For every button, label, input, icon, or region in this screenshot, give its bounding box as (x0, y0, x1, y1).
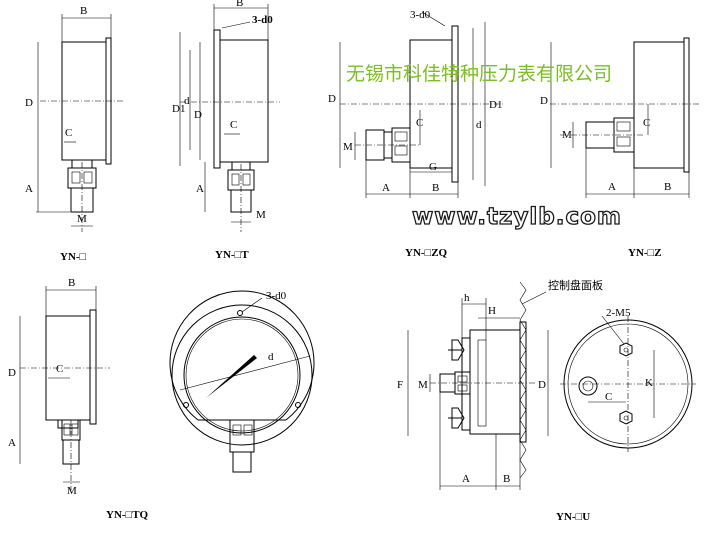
dim-m: M (256, 209, 266, 221)
company-watermark: 无锡市科佳特种压力表有限公司 (346, 63, 612, 85)
dim-3d0: 3-d0 (410, 9, 431, 21)
front-bezel (519, 321, 527, 443)
gauge-case (469, 329, 521, 435)
dim-c: C (56, 363, 63, 375)
dim-c: C (230, 119, 237, 131)
dim-b: B (68, 277, 75, 289)
figure-rear-view: 2-M5 K C (560, 307, 696, 452)
dial-face (183, 316, 301, 434)
mount-hole (183, 402, 189, 408)
dim-d: D (328, 93, 336, 105)
figure-yn: B D C A M YN-□ (25, 5, 125, 263)
dim-d-small: d (268, 351, 274, 363)
dim-d: D (8, 367, 16, 379)
dim-c: C (643, 117, 650, 129)
front-flange (213, 29, 221, 169)
dim-2m5: 2-M5 (606, 307, 631, 319)
m5-nut (619, 342, 633, 357)
dim-b: B (664, 181, 671, 193)
flange-outline (169, 290, 315, 421)
dim-d-small: d (476, 119, 482, 131)
dim-d: D (194, 109, 202, 121)
dim-m: M (67, 485, 77, 497)
control-panel (519, 281, 527, 479)
dim-a: A (462, 473, 470, 485)
dim-d1: D1 (172, 103, 185, 115)
caption-yn-u: YN-□U (556, 511, 590, 523)
mount-hole (237, 310, 243, 316)
dim-f: F (397, 379, 403, 391)
dim-a: A (8, 437, 16, 449)
dim-c: C (605, 391, 612, 403)
dim-m: M (343, 141, 353, 153)
m5-nut (619, 410, 633, 425)
mount-hole (295, 402, 301, 408)
figure-yn-zq: 3-d0 D d D1 C M G A B YN-□ZQ (328, 9, 505, 259)
dim-b: B (503, 473, 510, 485)
caption-yn-zq: YN-□ZQ (405, 247, 448, 259)
dim-m: M (77, 213, 87, 225)
gauge-case (219, 39, 269, 163)
thread-stem (439, 373, 456, 393)
bezel-ring (683, 37, 690, 173)
dim-a: A (382, 182, 390, 194)
dim-b: B (80, 5, 87, 17)
figure-yn-t: B 3-d0 D1 d D C A M YN-□T (172, 0, 280, 261)
dim-a: A (196, 183, 204, 195)
dim-b: B (236, 0, 243, 9)
dim-g: G (429, 161, 437, 173)
figure-yn-z: D C M A B YN-□Z (540, 37, 700, 259)
dim-d: D (25, 97, 33, 109)
dim-hh: H (488, 305, 496, 317)
dim-d-small: d (184, 95, 190, 107)
dim-a: A (25, 183, 33, 195)
dim-c: C (416, 117, 423, 129)
gauge-case (633, 41, 685, 169)
dim-3d0: 3-d0 (252, 14, 273, 26)
dim-a: A (608, 181, 616, 193)
panel-label: 控制盘面板 (548, 278, 603, 292)
caption-yn-tq: YN-□TQ (106, 509, 149, 521)
thread-stem (232, 451, 252, 473)
wing-screw (451, 407, 465, 429)
dim-k: K (645, 377, 653, 389)
caption-yn-t: YN-□T (215, 249, 249, 261)
front-flange (89, 309, 97, 425)
figure-front-view: d 3-d0 (169, 290, 315, 473)
url-watermark: www.tzylb.com (412, 204, 622, 230)
dim-3d0: 3-d0 (266, 290, 287, 302)
dim-h: h (464, 292, 470, 304)
outer-flange (171, 304, 313, 446)
caption-yn-z: YN-□Z (628, 247, 662, 259)
pressure-port (578, 376, 598, 396)
wing-screw (451, 339, 465, 361)
dim-d: D (540, 95, 548, 107)
dim-c: C (65, 127, 72, 139)
dim-m: M (562, 129, 572, 141)
figure-yn-u: 控制盘面板 h H F D M A B YN-□U (397, 278, 603, 523)
dim-m: M (418, 379, 428, 391)
caption-yn: YN-□ (60, 251, 87, 263)
figure-yn-tq: B D C A M YN-□TQ (8, 277, 149, 521)
dim-b: B (432, 182, 439, 194)
dim-d: D (538, 379, 546, 391)
dim-d1: D1 (489, 99, 502, 111)
